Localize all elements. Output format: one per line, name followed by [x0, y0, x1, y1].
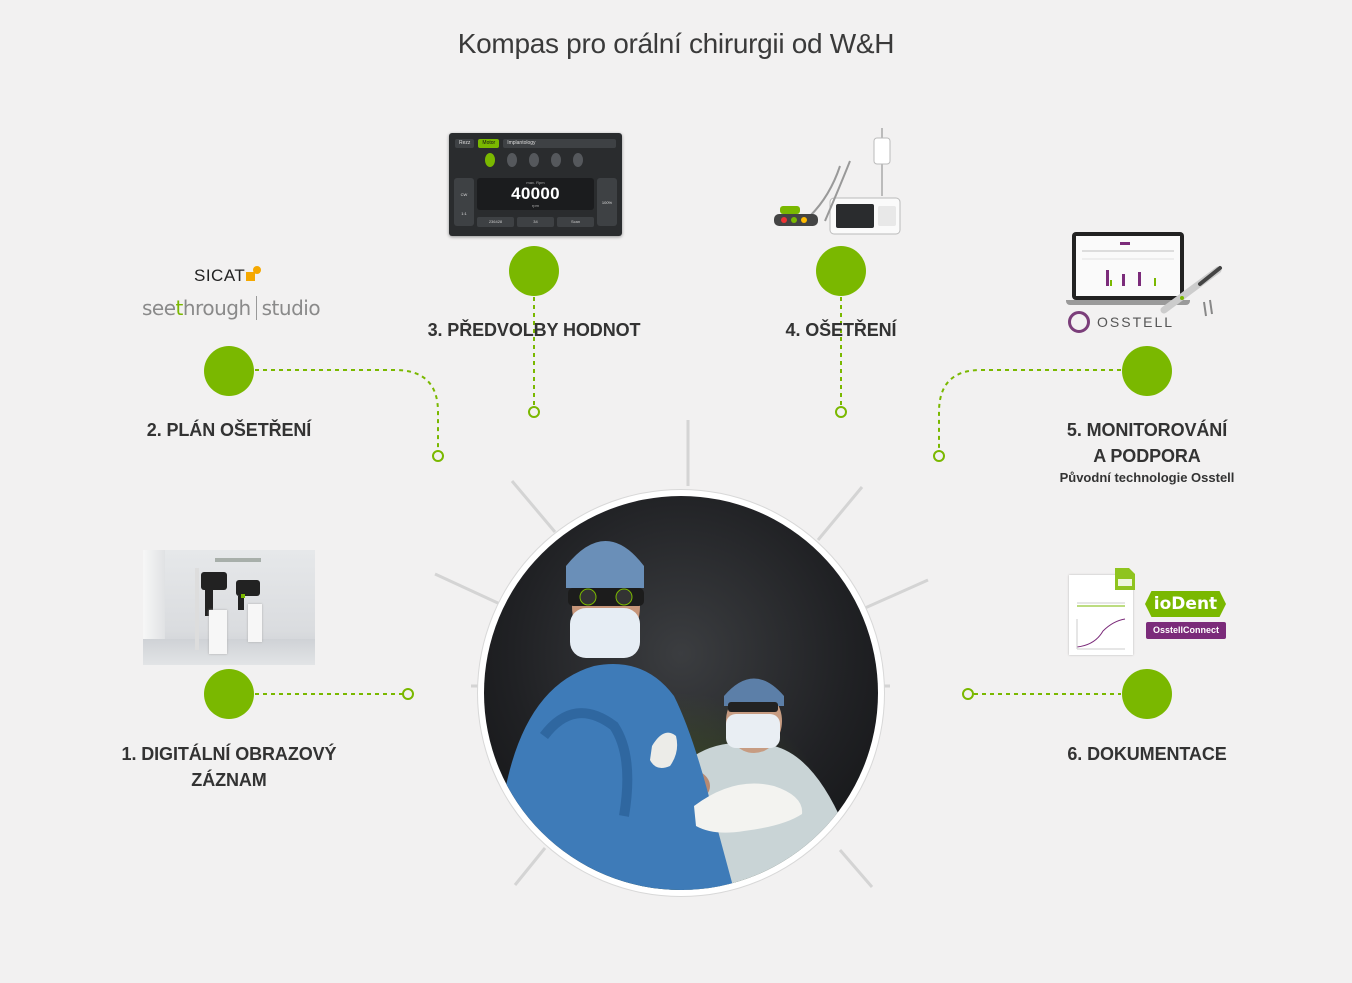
- sicat-logo: SICAT: [194, 266, 246, 285]
- osstell-probe-image: [1160, 266, 1222, 317]
- endpoint-step-4: [835, 406, 847, 418]
- step-5-dot[interactable]: [1122, 346, 1172, 396]
- spoke-right-upper: [864, 578, 929, 610]
- step-2-dot[interactable]: [204, 346, 254, 396]
- tool-icon: [507, 153, 517, 167]
- tablet-tab-program: Implantology: [503, 139, 616, 148]
- spoke-bottom-left: [513, 847, 547, 886]
- compass-spokes: [434, 420, 929, 888]
- tablet-footer: 236428 34 Scan: [477, 217, 594, 227]
- iodent-logo: ioDent: [1145, 591, 1226, 617]
- speed-unit: rpm: [532, 203, 539, 208]
- footer-item: Scan: [557, 217, 594, 227]
- percent-label: 100%: [601, 200, 613, 205]
- tool-icon: [485, 153, 495, 167]
- step-2-label: 2. PLÁN OŠETŘENÍ: [146, 420, 312, 440]
- speed-value: 40000: [511, 184, 560, 203]
- sicat-logo-icon: [246, 266, 261, 281]
- step-1-label: 1. DIGITÁLNÍ OBRAZOVÝ ZÁZNAM: [121, 744, 337, 790]
- step-3-label: 3. PŘEDVOLBY HODNOT: [427, 320, 641, 340]
- surgical-unit-image: [774, 128, 901, 235]
- osstellconnect-logo: OsstellConnect: [1146, 622, 1226, 639]
- step-3-dot[interactable]: [509, 246, 559, 296]
- speed-display: max. Rpm 40000 rpm: [477, 178, 594, 210]
- step-4-dot[interactable]: [816, 246, 866, 296]
- tool-icon: [573, 153, 583, 167]
- endpoint-step-5: [933, 450, 945, 462]
- step-1-dot[interactable]: [204, 669, 254, 719]
- step-5-label: 5. MONITOROVÁNÍ A PODPORA: [1066, 420, 1228, 466]
- spoke-top-right: [816, 486, 864, 541]
- endpoint-step-1: [402, 688, 414, 700]
- page-title: Kompas pro orální chirurgii od W&H: [457, 28, 895, 59]
- tool-icon: [551, 153, 561, 167]
- tablet-tab-rezz: Rezz: [455, 139, 475, 148]
- footer-item: 236428: [477, 217, 514, 227]
- surgeon-photo: [484, 496, 878, 890]
- laptop-image: [1072, 232, 1184, 300]
- step-4-label: 4. OŠETŘENÍ: [785, 320, 897, 340]
- direction-label: CW: [460, 192, 468, 197]
- ratio-label: 1:1: [461, 211, 467, 216]
- step-6-label: 6. DOKUMENTACE: [1067, 744, 1227, 764]
- endpoint-step-3: [528, 406, 540, 418]
- endpoint-step-6: [962, 688, 974, 700]
- step-6-dot[interactable]: [1122, 669, 1172, 719]
- laptop-base: [1066, 300, 1190, 305]
- spreadsheet-file-icon: [1115, 568, 1135, 590]
- spoke-left-upper: [434, 572, 501, 606]
- spoke-top-left: [510, 480, 557, 533]
- endpoint-step-2: [432, 450, 444, 462]
- spoke-bottom-right: [838, 849, 874, 888]
- step-5-sublabel: Původní technologie Osstell: [1059, 470, 1235, 485]
- speed-caption: max. Rpm: [526, 180, 545, 185]
- monitoring-chart-thumbnail: [1082, 242, 1174, 286]
- tablet-screen-image: Rezz Motor Implantology CW 1:1 100% max.…: [449, 133, 622, 236]
- footer-item: 34: [517, 217, 554, 227]
- xray-room-image: [143, 550, 315, 665]
- osstell-logo: OSSTELL: [1097, 314, 1175, 330]
- tool-icon: [529, 153, 539, 167]
- osstell-logo-icon: [1068, 311, 1090, 333]
- tablet-left-panel: CW 1:1: [454, 178, 474, 226]
- tablet-right-panel: 100%: [597, 178, 617, 226]
- tablet-tab-motor: Motor: [478, 139, 500, 148]
